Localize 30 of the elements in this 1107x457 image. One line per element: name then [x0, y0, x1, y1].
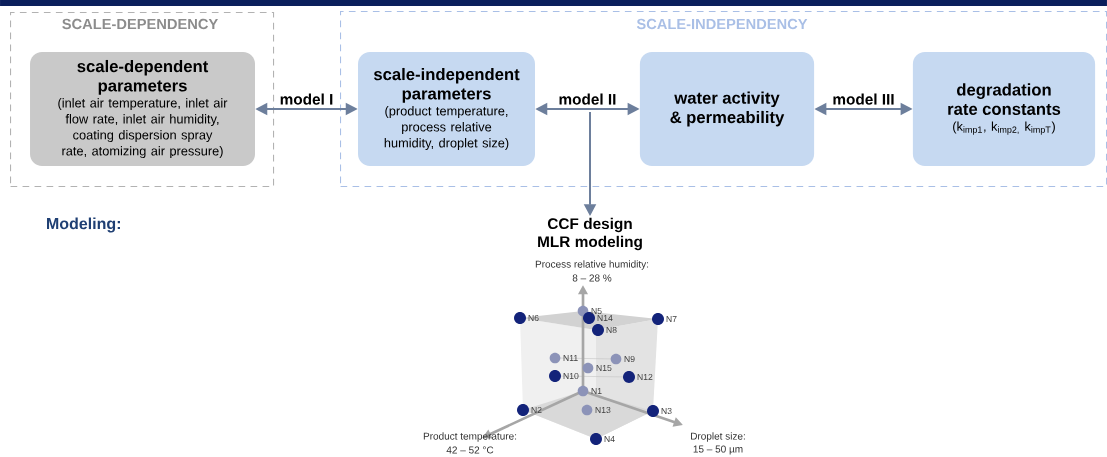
point-label: N14: [597, 315, 613, 321]
point-label: N9: [624, 355, 635, 363]
point-label: N15: [596, 364, 612, 371]
process-box: scale-independent parameters (product temperature, process relative humidity, droplet size): [358, 52, 535, 166]
point-label: N12: [637, 374, 653, 380]
heading-text: CCF design MLR modeling: [538, 217, 642, 251]
process-box: scale-dependent parameters (inlet air temperature, inlet air flow rate, inlet air humidity, coating dispersion spray rate, atomizing air pressure): [30, 52, 255, 166]
point-label: N2: [531, 406, 542, 413]
axis-label: 15 – 50 µm: [693, 445, 743, 455]
point-label: N5: [591, 307, 602, 314]
process-box: water activity & permeability: [639, 52, 815, 166]
point-label: N11: [563, 355, 578, 361]
point-label: N10: [563, 372, 579, 380]
axis-label: 42 – 52 °C: [446, 446, 494, 454]
point-label: N8: [606, 326, 617, 334]
axis-label: Droplet size:: [691, 432, 745, 442]
point-label: N7: [666, 316, 677, 322]
point-label: N1: [591, 388, 602, 394]
edge-label: model II: [559, 93, 616, 105]
section-heading: Modeling:: [47, 217, 120, 233]
point-label: N6: [528, 314, 539, 322]
axis-label: Product temperature:: [423, 432, 517, 442]
edge-label: model III: [833, 93, 894, 105]
point-label: N4: [604, 436, 615, 442]
process-box: degradation rate constants (k$_{imp1}$, k$_{imp2,}$ k$_{impT}$): [912, 52, 1096, 166]
axis-label: Process relative humidity:: [535, 260, 649, 270]
point-label: N13: [595, 406, 611, 414]
edge-label: model I: [280, 93, 333, 105]
axis-label: 8 – 28 %: [572, 274, 612, 282]
point-label: N3: [661, 407, 672, 415]
